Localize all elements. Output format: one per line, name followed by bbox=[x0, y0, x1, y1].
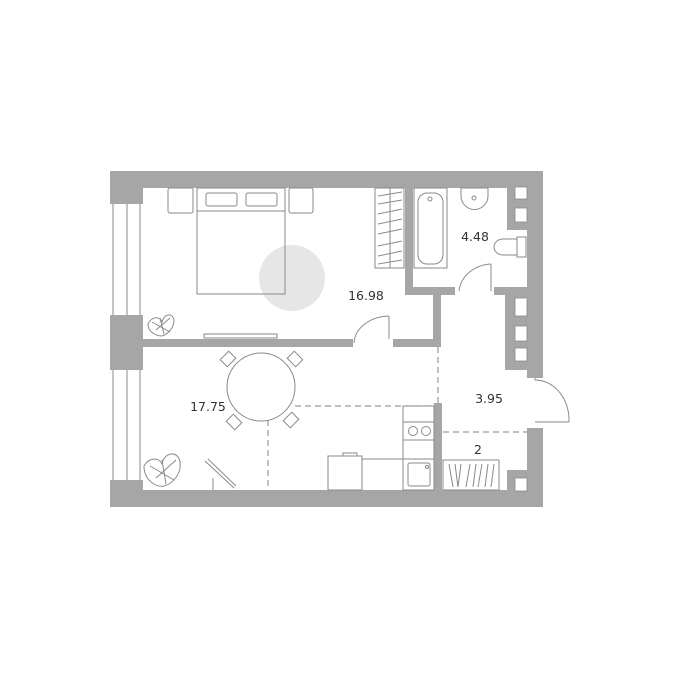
toilet bbox=[493, 236, 527, 258]
room-area-bathroom: 4.48 bbox=[461, 229, 489, 244]
nightstand-left bbox=[167, 187, 194, 214]
nightstand-right bbox=[288, 187, 314, 214]
plant-icon bbox=[147, 314, 175, 337]
room-area-living-kitchen: 17.75 bbox=[190, 399, 226, 414]
easel-icon bbox=[204, 458, 237, 490]
window-left-bottom bbox=[112, 370, 141, 480]
tv-stand bbox=[203, 333, 278, 339]
plant-icon bbox=[143, 453, 181, 487]
entrance-door[interactable] bbox=[534, 378, 570, 423]
window-left-top bbox=[112, 204, 141, 315]
outer-walls bbox=[110, 171, 543, 507]
bathroom-door[interactable] bbox=[458, 263, 492, 292]
room-area-bedroom: 16.98 bbox=[348, 288, 384, 303]
bathtub bbox=[413, 187, 448, 269]
room-area-closet: 2 bbox=[474, 442, 482, 457]
room-area-hallway: 3.95 bbox=[475, 391, 503, 406]
dining-table bbox=[219, 350, 304, 431]
bed bbox=[196, 187, 286, 295]
hallway-wardrobe bbox=[442, 459, 500, 491]
interior-walls bbox=[143, 188, 455, 490]
kitchen-counter bbox=[327, 405, 435, 491]
sink bbox=[460, 187, 489, 210]
bedroom-door[interactable] bbox=[353, 315, 390, 344]
bedroom-wardrobe bbox=[374, 187, 405, 269]
